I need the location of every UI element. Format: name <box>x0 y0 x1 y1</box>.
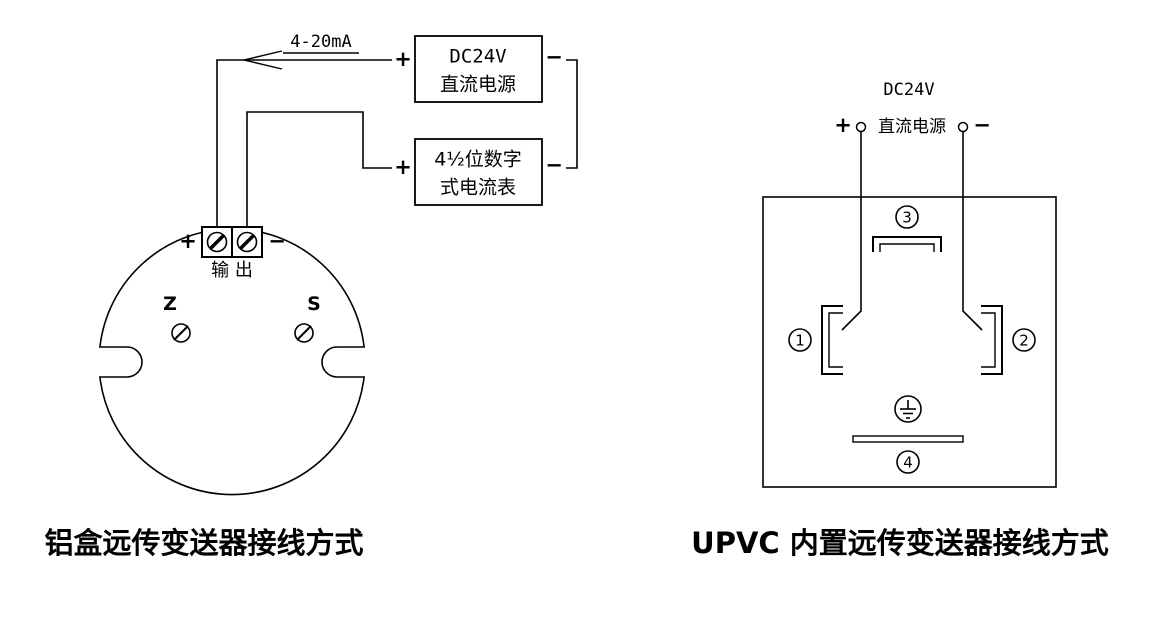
zero-adjust-label: Z <box>163 293 177 315</box>
dc-power-minus-sign: − <box>545 45 563 69</box>
terminal-clip-3-inner <box>879 243 935 252</box>
terminal-number-1-circle <box>788 328 812 352</box>
terminal-number-4: 4 <box>903 454 913 472</box>
terminal-screw-plus-slot <box>208 233 226 251</box>
ammeter-minus-sign: − <box>545 153 563 177</box>
terminal-number-2: 2 <box>1019 332 1029 350</box>
terminal-number-4-circle <box>896 450 920 474</box>
ammeter-name-line1: 4½位数字 <box>434 149 522 171</box>
terminal-number-3: 3 <box>902 209 912 227</box>
digital-ammeter-box <box>414 138 543 206</box>
dc-power-name-line2: 直流电源 <box>440 74 516 96</box>
span-adjust-screw-slot <box>296 325 312 341</box>
terminal-clip-1-outer <box>821 305 843 375</box>
terminal-number-1: 1 <box>795 332 805 350</box>
upvc-power-minus-sign: − <box>973 113 991 137</box>
dc-power-plus-sign: + <box>394 47 412 71</box>
terminal-clip-2-outer <box>981 305 1003 375</box>
upvc-power-name-line2: 直流电源 <box>878 117 946 137</box>
dc-power-supply-box <box>414 35 543 103</box>
zero-adjust-screw-slot <box>173 325 189 341</box>
right-diagram-caption: UPVC 内置远传变送器接线方式 <box>691 526 1109 560</box>
terminal-clip-1-inner <box>828 312 843 368</box>
terminal-minus-sign: − <box>268 229 286 253</box>
output-label: 输 出 <box>211 260 253 281</box>
upvc-power-name-line1: DC24V <box>883 80 934 100</box>
upvc-power-plus-sign: + <box>834 113 852 137</box>
upvc-transmitter-diagram: DC24V 直流电源 + − 1 2 3 4 <box>691 80 1109 560</box>
terminal-screw-minus-slot <box>238 233 256 251</box>
power-terminal-plus-dot <box>855 121 867 133</box>
power-terminal-minus-dot <box>957 121 969 133</box>
terminal-number-3-circle <box>895 205 919 229</box>
upvc-wire-minus <box>962 131 983 331</box>
wire-supply-to-ammeter <box>566 59 578 169</box>
aluminum-transmitter-diagram: 4-20mA DC24V 直流电源 + − 4½位数字 式电流表 + − + −… <box>44 32 578 560</box>
upvc-wire-plus <box>841 131 862 331</box>
signal-direction-arrow-icon <box>243 50 283 70</box>
terminal-clip-3-outer <box>872 236 942 252</box>
terminal-plus-sign: + <box>179 229 197 253</box>
ammeter-plus-sign: + <box>394 155 412 179</box>
dc-power-name-line1: DC24V <box>449 46 506 68</box>
wire-negative-to-ammeter <box>246 111 392 227</box>
ammeter-name-line2: 式电流表 <box>440 177 516 199</box>
signal-range-label: 4-20mA <box>290 32 351 52</box>
terminal-number-2-circle <box>1012 328 1036 352</box>
transmitter-body <box>98 228 366 496</box>
span-adjust-label: S <box>307 293 321 315</box>
terminal-clip-2-inner <box>981 312 996 368</box>
upvc-enclosure-box <box>762 196 1057 488</box>
left-diagram-caption: 铝盒远传变送器接线方式 <box>44 526 363 560</box>
ground-terminal-bar <box>852 435 964 443</box>
wire-positive-loop <box>216 59 392 227</box>
